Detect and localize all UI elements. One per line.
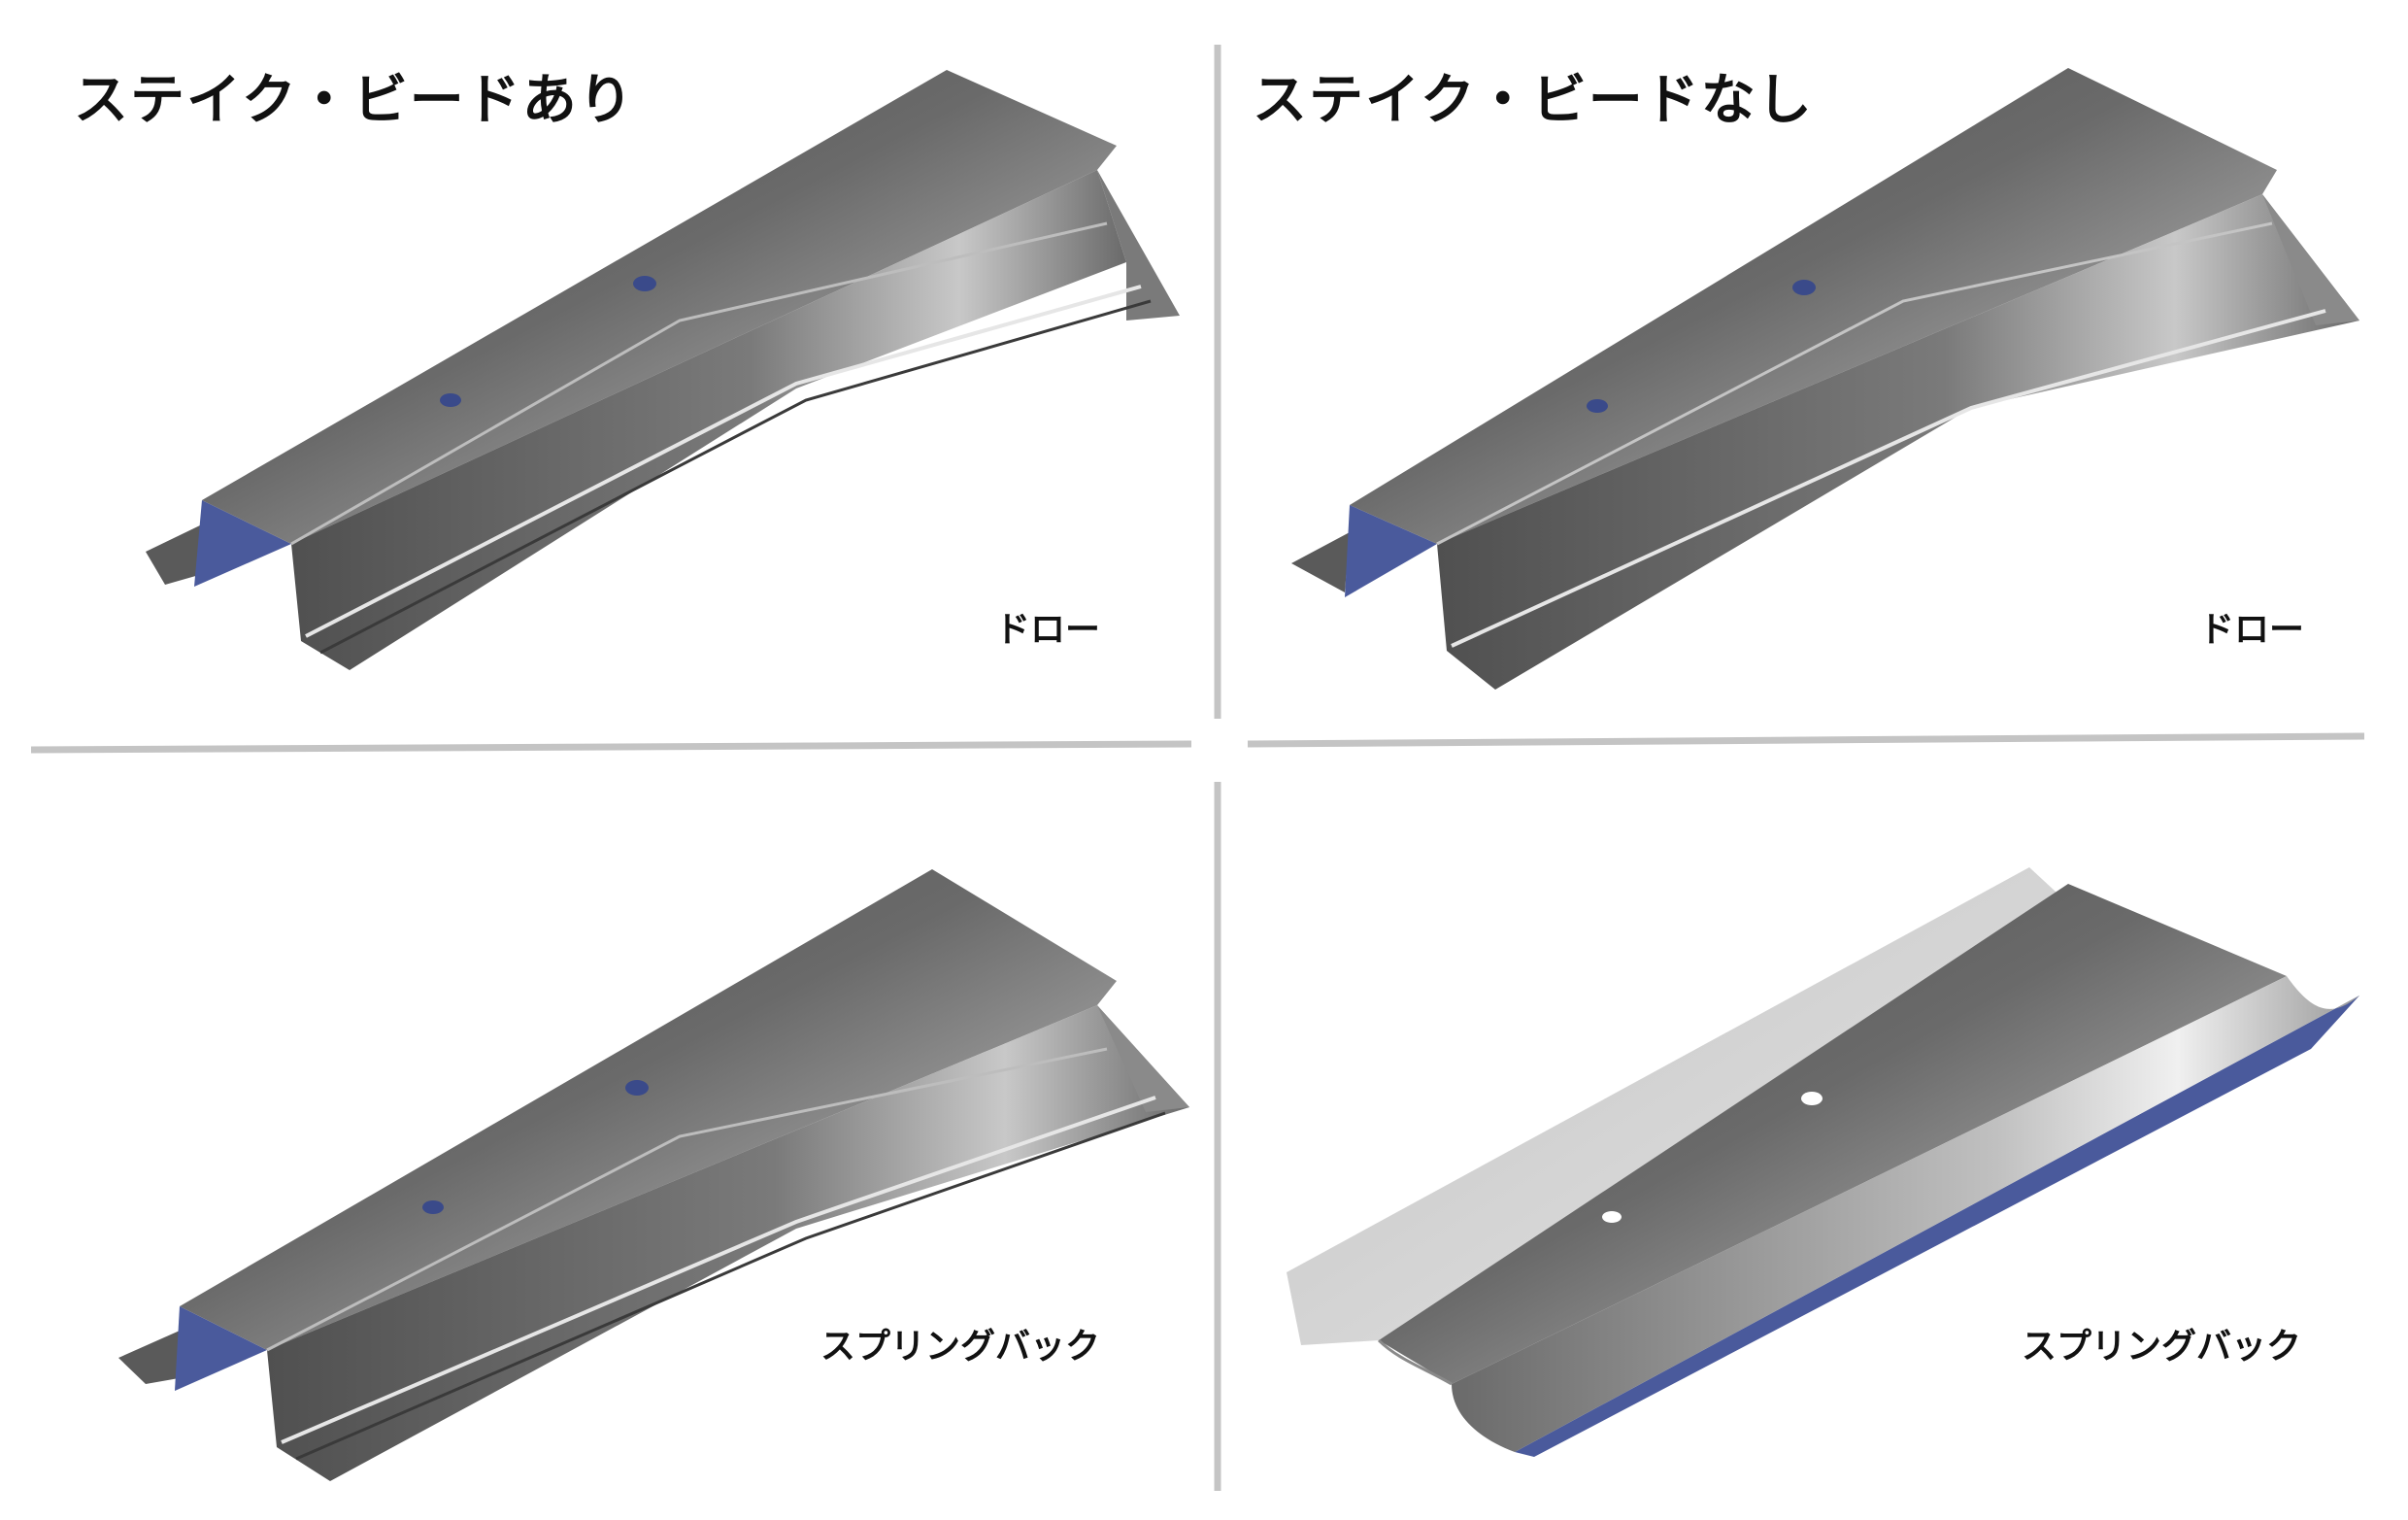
heading-without-stake-bead: ステイク・ビードなし (1253, 69, 1814, 132)
part-render-top-left (146, 70, 1180, 670)
panel-label-springback-with-bead: スプリングバック (820, 1327, 1100, 1367)
part-render-bottom-left (118, 869, 1189, 1481)
panel-label-springback-without-bead: スプリングバック (2022, 1327, 2301, 1367)
divider-horizontal-right (1247, 732, 2365, 748)
heading-with-stake-bead: ステイク・ビードあり (74, 69, 635, 132)
panel-label-draw-without-bead: ドロー (2199, 610, 2304, 650)
part-render-bottom-right (1287, 867, 2359, 1457)
divider-horizontal-left (30, 740, 1192, 754)
part-render-top-right (1291, 68, 2359, 690)
panel-label-draw-with-bead: ドロー (995, 610, 1100, 650)
